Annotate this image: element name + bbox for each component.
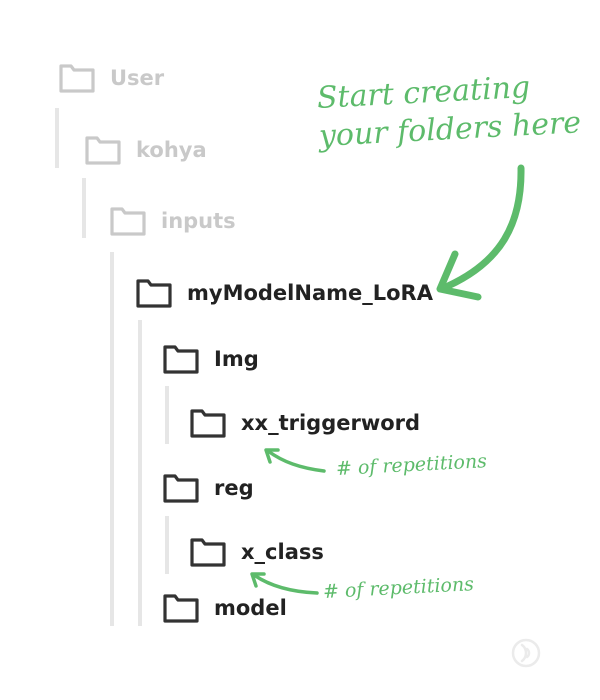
big-curved-arrow-icon bbox=[436, 164, 525, 301]
folder-icon bbox=[110, 207, 146, 236]
folder-img: Img bbox=[162, 343, 259, 375]
folder-icon bbox=[163, 345, 199, 374]
folder-icon bbox=[59, 64, 95, 93]
folder-inputs: inputs bbox=[109, 205, 236, 237]
folder-reg: reg bbox=[162, 472, 254, 504]
folder-label: xx_triggerword bbox=[241, 410, 421, 435]
watermark-icon bbox=[511, 638, 541, 668]
small-arrow-icon-1 bbox=[264, 448, 326, 473]
tree-guide-img bbox=[165, 386, 169, 444]
small-arrow-icon-2 bbox=[250, 572, 319, 595]
folder-class: x_class bbox=[189, 536, 324, 568]
folder-kohya: kohya bbox=[84, 134, 207, 166]
folder-label: model bbox=[214, 595, 287, 620]
folder-icon bbox=[163, 594, 199, 623]
folder-trigger: xx_triggerword bbox=[189, 407, 420, 439]
tree-guide-model-root bbox=[138, 320, 142, 626]
tree-guide-inputs bbox=[110, 252, 114, 626]
folder-label: inputs bbox=[161, 208, 236, 233]
folder-label: reg bbox=[214, 475, 254, 500]
folder-label: kohya bbox=[136, 137, 207, 162]
folder-icon bbox=[190, 538, 226, 567]
folder-user: User bbox=[58, 62, 164, 94]
folder-label: User bbox=[110, 65, 165, 90]
folder-model-root: myModelName_LoRA bbox=[135, 277, 433, 309]
folder-label: x_class bbox=[241, 539, 324, 564]
folder-icon bbox=[163, 474, 199, 503]
folder-icon bbox=[85, 136, 121, 165]
tree-guide-user bbox=[55, 108, 59, 168]
folder-model: model bbox=[162, 592, 287, 624]
tree-guide-kohya bbox=[82, 178, 86, 238]
folder-icon bbox=[190, 409, 226, 438]
tree-guide-reg bbox=[165, 516, 169, 574]
folder-label: myModelName_LoRA bbox=[187, 280, 433, 305]
folder-icon bbox=[136, 279, 172, 308]
folder-label: Img bbox=[214, 346, 259, 371]
